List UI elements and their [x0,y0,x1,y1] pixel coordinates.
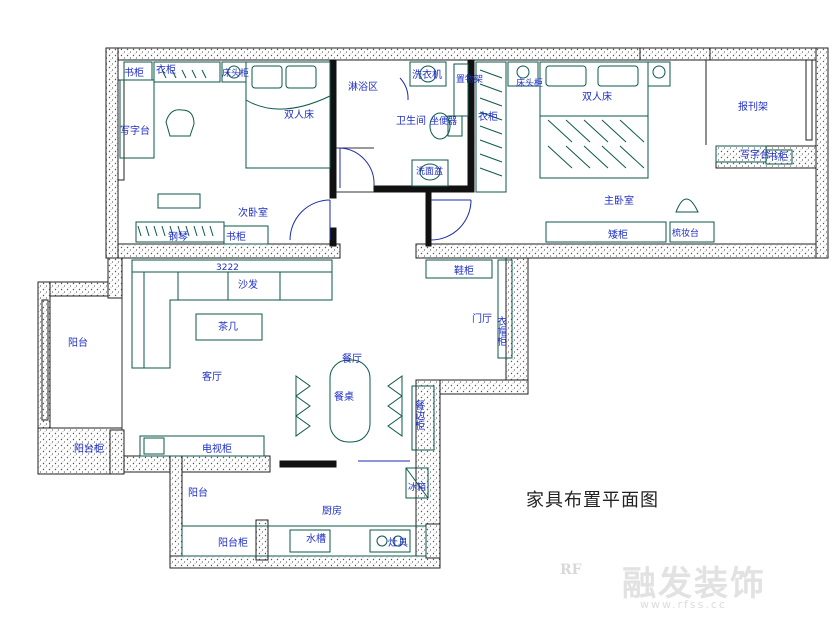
exterior-walls [37,47,829,569]
label-nightstand-r: 床头柜 [516,77,543,89]
sofa [131,259,333,369]
nightstand-r [507,61,539,87]
label-double-bed-r: 双人床 [582,90,612,103]
label-living-room: 客厅 [202,370,222,383]
door-swings [289,77,472,462]
windows [41,47,813,421]
coffee-table [195,313,263,341]
dresser [669,221,715,243]
label-kitchen: 厨房 [322,504,342,517]
label-coffee-table: 茶几 [218,320,238,333]
wardrobe-n [153,61,221,83]
room-labels: 书柜 衣柜 床头柜 双人床 写字台 钢琴 次卧室 书柜 淋浴区 洗衣机 卫生间 … [68,63,788,549]
label-bathroom: 卫生间 [396,114,426,127]
toilet [429,112,451,140]
label-sideboard: 餐边柜 [413,399,425,431]
label-sofa: 沙发 [238,278,258,291]
cabinet-m [545,221,667,243]
label-balcony-cab-w: 阳台柜 [74,442,104,455]
watermark-logo: RF [560,562,582,578]
writing-desk-l [119,79,155,159]
label-wardrobe-e: 衣帽柜 [495,315,507,347]
label-bookcase-s: 书柜 [226,230,246,243]
label-dining-table: 餐桌 [334,390,354,403]
label-shoe-cabinet: 鞋柜 [454,264,474,277]
double-bed-r [539,61,649,179]
watermark-brand: 融发装饰 [622,564,766,604]
label-dresser: 梳妆台 [672,227,699,239]
label-washing-area: 淋浴区 [348,80,378,93]
bookcase-s [223,225,269,245]
label-reading-rack: 报刊架 [738,100,768,113]
label-balcony-w: 阳台 [68,336,88,349]
label-fridge: 冰箱 [408,481,426,493]
bookcase-r [765,149,793,165]
label-bookcase-r: 书柜 [768,150,788,163]
sideboard [411,385,435,451]
label-double-bed-l: 双人床 [284,108,314,121]
label-stove: 灶具 [388,536,408,549]
label-master-bedroom: 主卧室 [604,194,634,207]
label-shelf: 置物架 [456,73,483,85]
label-dining-room: 餐厅 [342,352,362,365]
label-cabinet-m: 矮柜 [608,228,628,241]
shoe-cabinet [425,259,493,279]
label-tv-cabinet: 电视柜 [202,442,232,455]
label-entry: 门厅 [472,312,492,325]
label-nightstand-l: 床头柜 [222,67,249,79]
shelf [453,63,469,117]
label-second-bedroom: 次卧室 [238,206,268,219]
sink [289,529,331,553]
label-balcony-s: 阳台 [188,486,208,499]
label-wardrobe-m: 衣柜 [478,110,498,123]
basin [411,159,449,187]
kitchen-counter [181,525,427,557]
label-writing-desk-l: 写字台 [120,124,150,137]
furniture [119,61,793,557]
label-writing-desk-r: 写字台 [740,148,770,161]
dining-table [329,359,371,443]
watermark-url: www.rfss.cc [640,598,727,611]
fridge [405,467,429,499]
label-toilet: 坐便器 [430,115,457,127]
label-wardrobe-n: 衣柜 [156,63,176,76]
tv-cabinet [139,435,265,457]
label-piano: 钢琴 [168,230,188,243]
wardrobe-e [497,259,513,359]
label-sofa-dim: 3222 [216,263,239,273]
double-bed-l [245,61,331,169]
washer [409,61,447,87]
label-basin: 洗面盆 [416,165,443,177]
label-washer: 洗衣机 [412,68,442,81]
label-bookcase-nw: 书柜 [124,66,144,79]
label-sink: 水槽 [306,532,326,545]
nightstand-far [647,61,671,87]
stove [369,529,411,553]
drawing-title: 家具布置平面图 [526,490,659,511]
wardrobe-m [475,61,507,193]
label-balcony-cab-s: 阳台柜 [218,536,248,549]
